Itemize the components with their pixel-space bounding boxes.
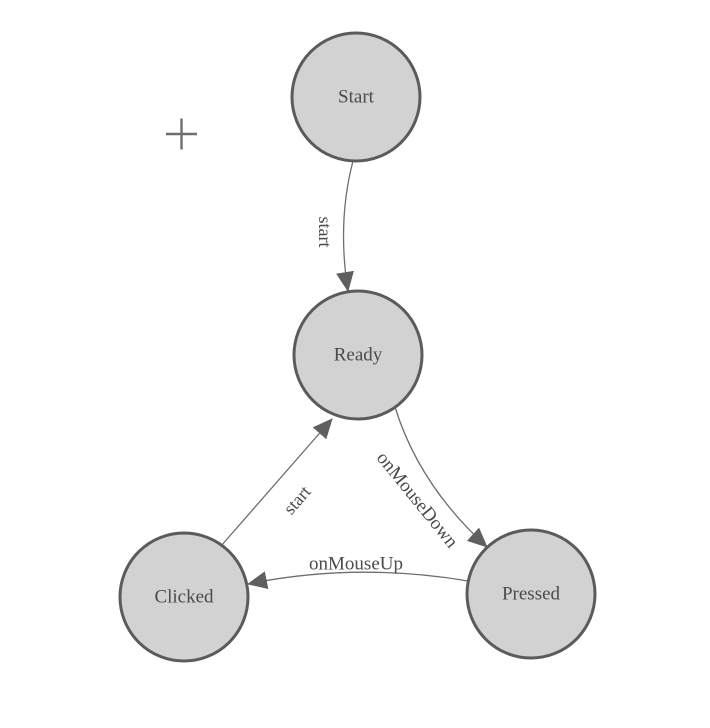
crosshair-icon — [166, 118, 197, 150]
node-pressed-label: Pressed — [502, 584, 561, 605]
node-start-circle[interactable] — [290, 31, 422, 163]
node-ready-label: Ready — [334, 345, 383, 366]
node-pressed[interactable]: Pressed — [465, 528, 597, 660]
node-clicked[interactable]: Clicked — [118, 531, 250, 663]
node-pressed-circle[interactable] — [465, 528, 597, 660]
edge-label-onmousedown: onMouseDown — [372, 448, 462, 553]
edge-clicked-to-ready[interactable] — [220, 418, 333, 547]
node-ready[interactable]: Ready — [292, 289, 424, 421]
edge-ready-to-pressed[interactable] — [394, 406, 488, 548]
edge-label-start-top: start — [315, 217, 335, 248]
node-clicked-circle[interactable] — [118, 531, 250, 663]
node-start[interactable]: Start — [290, 31, 422, 163]
node-ready-circle[interactable] — [292, 289, 424, 421]
edge-label-onmouseup: onMouseUp — [309, 554, 403, 575]
edge-pressed-to-clicked[interactable] — [247, 571, 469, 590]
node-start-label: Start — [338, 87, 375, 108]
edge-start-to-ready[interactable] — [336, 160, 354, 292]
edge-label-start-bottom: start — [279, 482, 314, 519]
node-clicked-label: Clicked — [154, 587, 214, 608]
